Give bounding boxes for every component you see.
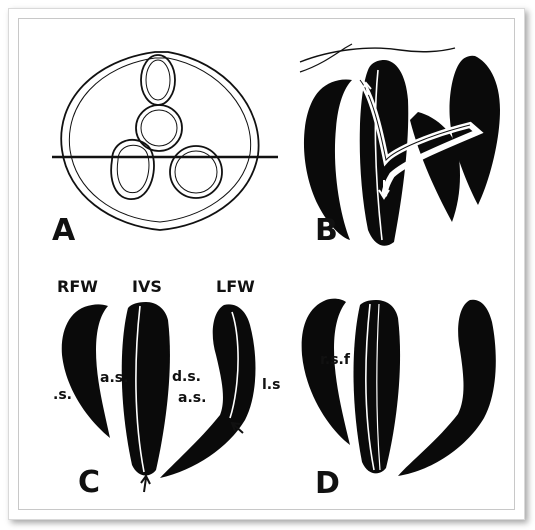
middle-valve-ring-outer — [136, 105, 182, 151]
aorta-ring-inner — [146, 60, 170, 100]
b-top-ribbon-2 — [300, 44, 352, 72]
right-valve-ring-outer — [170, 146, 222, 198]
region-label-ivs: IVS — [132, 277, 162, 296]
c-anno-as-right: a.s. — [178, 390, 206, 406]
c-arrow-bottom — [141, 476, 150, 492]
c-anno-ds: d.s. — [172, 369, 201, 385]
heart-cross-section-outline — [61, 52, 258, 230]
d-right-free-wall — [302, 299, 350, 445]
panel-d: r.s.f D — [302, 299, 496, 501]
c-septum — [122, 302, 170, 475]
panel-c-letter: C — [78, 465, 100, 500]
d-anno-rsf: r.s.f — [320, 352, 351, 368]
c-anno-s: .s. — [53, 387, 72, 403]
c-anno-as-left: a.s. — [100, 370, 128, 386]
b-top-ribbon — [300, 48, 455, 62]
middle-valve-ring-inner — [141, 110, 177, 146]
region-label-rfw: RFW — [57, 277, 98, 296]
c-anno-ls: l.s — [262, 377, 280, 393]
panel-a-letter: A — [52, 213, 76, 248]
panel-b: B — [300, 44, 500, 248]
c-left-free-wall — [160, 304, 255, 478]
d-left-free-wall — [398, 300, 496, 476]
panel-c: RFW IVS LFW .s. a.s. d.s. a.s. l.s C — [53, 277, 280, 500]
panel-b-letter: B — [315, 213, 338, 248]
region-label-lfw: LFW — [216, 277, 255, 296]
heart-inner-outline — [69, 58, 250, 222]
panel-a: A — [52, 52, 278, 248]
panel-d-letter: D — [315, 466, 340, 501]
left-valve-ring-inner — [117, 145, 149, 192]
